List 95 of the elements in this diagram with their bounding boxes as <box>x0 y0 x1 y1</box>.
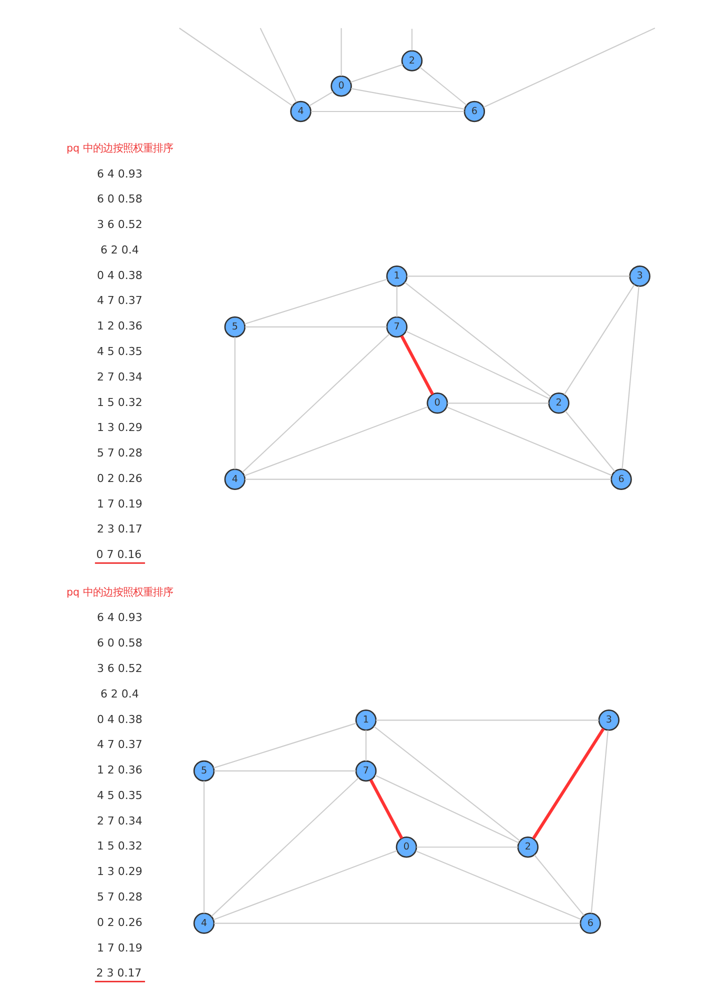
label: 4 7 0.37 <box>96 294 142 308</box>
connector <box>368 779 403 840</box>
node-circle: 6 <box>610 468 632 490</box>
connector <box>396 286 397 317</box>
node-circle: 1 <box>386 266 407 287</box>
label: pq 中的边按照权重排序 <box>66 586 172 599</box>
label: 1 7 0.19 <box>96 941 142 954</box>
label: 1 3 0.29 <box>96 865 142 878</box>
connector <box>446 406 612 476</box>
connector <box>410 28 412 50</box>
connector <box>244 326 386 328</box>
label: 6 2 0.4 <box>100 687 138 700</box>
connector <box>406 276 630 277</box>
label: 3 6 0.52 <box>96 218 142 232</box>
connector <box>563 284 634 395</box>
label: 4 7 0.37 <box>96 738 142 752</box>
label: 2 3 0.17 <box>96 966 142 980</box>
label: 6 2 0.4 <box>100 243 138 256</box>
connector <box>532 728 604 840</box>
label: 0 4 0.38 <box>96 712 142 726</box>
connector <box>178 28 292 106</box>
label: 1 2 0.36 <box>96 764 142 777</box>
label: 4 5 0.35 <box>96 788 142 802</box>
node-circle: 1 <box>354 710 376 731</box>
node-circle: 6 <box>579 912 601 934</box>
node-circle: 2 <box>516 836 538 858</box>
connector <box>203 780 204 914</box>
label: 1 7 0.19 <box>96 497 142 510</box>
connector <box>350 64 402 83</box>
connector <box>533 854 584 916</box>
node-circle: 7 <box>354 760 376 782</box>
label: pq 中的边按照权重排序 <box>66 142 172 155</box>
label: 3 6 0.52 <box>96 662 142 675</box>
connector <box>212 722 356 768</box>
connector <box>259 28 296 102</box>
node-circle: 4 <box>192 912 214 934</box>
connector <box>400 335 434 396</box>
connector <box>446 402 548 404</box>
label: 1 3 0.29 <box>96 421 142 434</box>
connector <box>210 778 358 917</box>
label: 0 7 0.16 <box>96 548 142 562</box>
connector <box>482 28 655 108</box>
connector <box>375 720 598 721</box>
node-circle: 4 <box>224 468 246 490</box>
connector <box>244 406 428 476</box>
connector <box>308 91 333 106</box>
label: 4 5 0.35 <box>96 344 142 358</box>
connector <box>564 410 615 472</box>
label: 6 4 0.93 <box>96 611 142 624</box>
label: 6 0 0.58 <box>96 192 142 206</box>
connector <box>234 336 235 470</box>
connector <box>214 922 580 924</box>
node-circle: 6 <box>463 100 485 122</box>
connector <box>373 726 520 842</box>
node-circle: 4 <box>290 100 311 122</box>
node-circle: 0 <box>395 836 417 858</box>
connector <box>419 66 466 106</box>
node-circle: 3 <box>598 710 620 731</box>
label: 1 5 0.32 <box>96 840 142 853</box>
connector <box>590 730 608 914</box>
connector <box>415 850 581 920</box>
node-circle: 5 <box>192 760 214 782</box>
node-circle: 0 <box>426 392 448 414</box>
connector <box>340 28 342 76</box>
connector <box>405 330 550 400</box>
label: 2 7 0.34 <box>96 814 142 828</box>
connector <box>212 850 397 920</box>
node-circle: 2 <box>400 50 422 72</box>
connector <box>374 774 519 844</box>
label: 6 4 0.93 <box>96 167 142 180</box>
connector <box>404 282 551 398</box>
node-circle: 0 <box>330 75 352 97</box>
connector <box>350 88 464 110</box>
connector <box>244 278 387 324</box>
connector <box>364 730 366 761</box>
label: 5 7 0.28 <box>96 446 142 460</box>
connector <box>621 286 639 470</box>
label: 5 7 0.28 <box>96 890 142 904</box>
label: 2 3 0.17 <box>96 522 142 536</box>
connector <box>244 478 611 480</box>
label: 0 2 0.26 <box>96 916 142 929</box>
connector <box>214 770 356 772</box>
node-circle: 3 <box>628 266 650 287</box>
connector <box>241 334 390 473</box>
node-circle: 5 <box>224 316 246 338</box>
node-circle: 7 <box>386 316 407 338</box>
label: 1 5 0.32 <box>96 396 142 409</box>
connector <box>416 846 518 848</box>
label: 0 4 0.38 <box>96 268 142 282</box>
label: 6 0 0.58 <box>96 636 142 650</box>
label: 1 2 0.36 <box>96 320 142 333</box>
node-circle: 2 <box>548 392 569 414</box>
connector <box>310 110 464 112</box>
label: 2 7 0.34 <box>96 370 142 384</box>
label: 0 2 0.26 <box>96 472 142 485</box>
